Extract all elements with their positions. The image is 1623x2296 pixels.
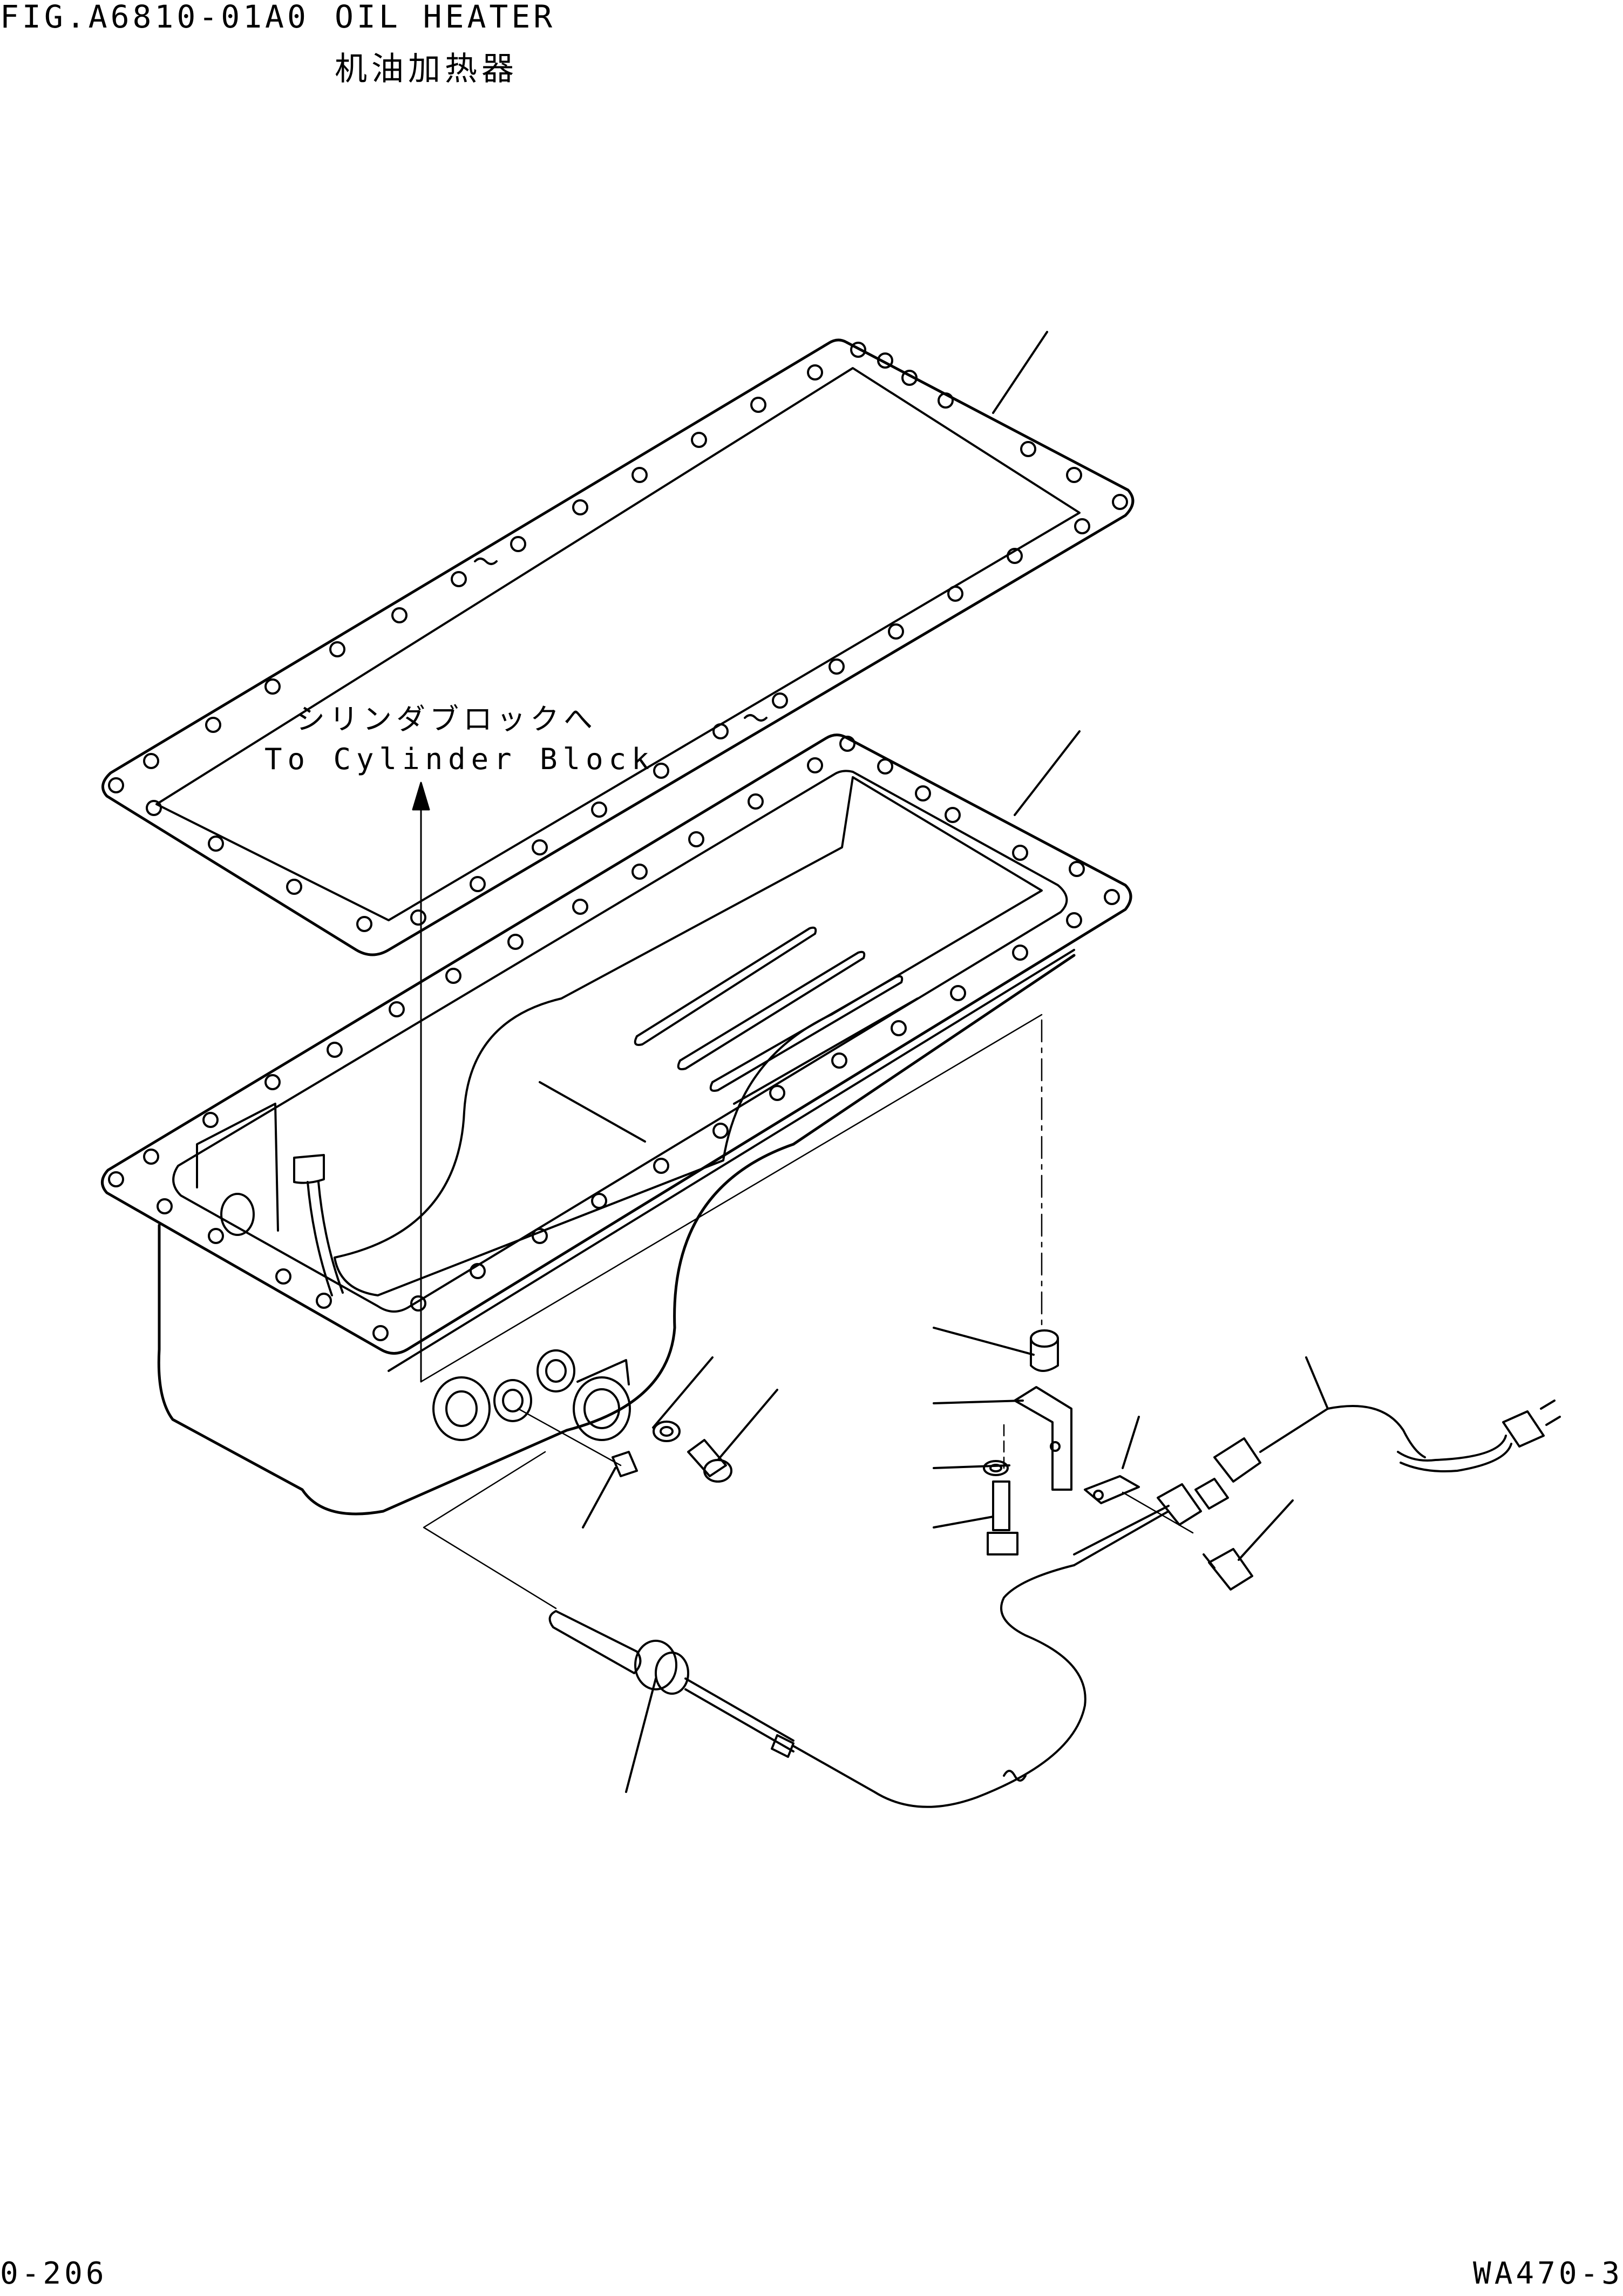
oil-pan-bolt-holes — [109, 737, 1119, 1340]
direction-note-english: To Cylinder Block — [264, 742, 655, 776]
oil-pan — [102, 735, 1131, 1514]
connector-male — [1158, 1484, 1201, 1525]
leader-lines — [583, 332, 1328, 1792]
plug-head — [1503, 1411, 1544, 1446]
connector-female — [1214, 1438, 1260, 1482]
model-number: WA470-3 — [1472, 2256, 1623, 2291]
oil-pan-inner-bracket — [197, 1104, 343, 1295]
bracket — [1015, 1387, 1071, 1490]
bolt — [993, 1482, 1009, 1530]
oil-pan-ribs — [540, 928, 918, 1142]
heater-element — [550, 1611, 793, 1757]
small-plug — [613, 1452, 637, 1476]
gasket — [103, 340, 1132, 955]
power-cord — [1214, 1401, 1560, 1482]
cylinder-block-arrow — [413, 783, 429, 1382]
washer — [984, 1461, 1008, 1475]
direction-note-japanese: シリンダブロックへ — [296, 702, 597, 736]
clip — [1085, 1476, 1139, 1503]
heater-cord — [793, 1479, 1228, 1807]
spacer — [1031, 1339, 1058, 1371]
figure-title: OIL HEATER — [335, 0, 556, 35]
heater-hardware — [613, 1330, 1252, 1589]
gasket-bolt-holes — [109, 343, 1127, 931]
assembly-lines — [421, 1015, 1193, 1608]
clamp-bolt — [1209, 1549, 1252, 1589]
figure-code: FIG.A6810-01A0 — [0, 0, 309, 35]
figure-title-chinese: 机油加热器 — [335, 50, 518, 88]
page-number: 0-206 — [0, 2256, 107, 2291]
plug — [688, 1440, 726, 1476]
seal-washer — [654, 1422, 680, 1441]
oil-pan-side-ports — [433, 1350, 630, 1440]
